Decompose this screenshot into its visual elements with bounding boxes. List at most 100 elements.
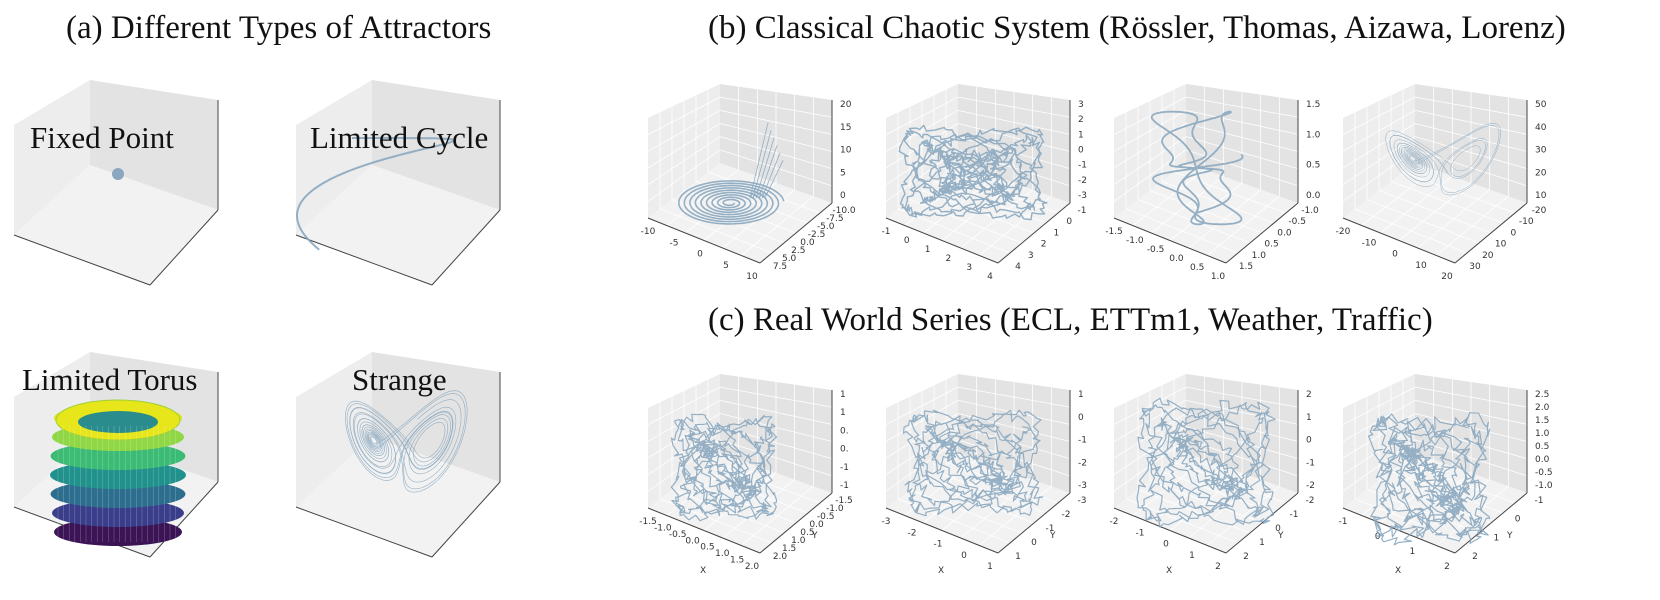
z-tick-label: 1.0 bbox=[1306, 130, 1321, 140]
aizawa-plot: -1.5-1.0-0.50.00.51.01.51.00.50.0-0.5-1.… bbox=[1105, 84, 1321, 282]
z-tick-label: 2 bbox=[1306, 390, 1312, 400]
y-tick-label: 2 bbox=[1472, 552, 1478, 562]
grid-line bbox=[1113, 96, 1187, 136]
y-tick-label: 1 bbox=[1015, 552, 1021, 562]
y-tick-label: -10.0 bbox=[832, 206, 856, 216]
limited-torus-plot bbox=[13, 352, 219, 558]
title-b: (b) Classical Chaotic System (Rössler, T… bbox=[708, 10, 1566, 46]
y-tick-label: 2.0 bbox=[773, 552, 788, 562]
axis-x-edge bbox=[1342, 217, 1456, 264]
rossler-plot: -10-505107.55.02.50.0-2.5-5.0-7.5-10.020… bbox=[641, 84, 856, 282]
z-tick-label: -3 bbox=[1078, 191, 1087, 201]
y-tick-label: 1.5 bbox=[1239, 262, 1253, 272]
y-tick-label: -0.5 bbox=[817, 512, 835, 522]
pane-right bbox=[372, 80, 500, 210]
aizawa-curve bbox=[1150, 110, 1244, 226]
title-c: (c) Real World Series (ECL, ETTm1, Weath… bbox=[708, 302, 1433, 338]
panel-limited-torus bbox=[0, 342, 240, 558]
x-tick-label: -1 bbox=[882, 227, 891, 237]
x-tick-label: -2 bbox=[908, 528, 917, 538]
title-a: (a) Different Types of Attractors bbox=[66, 10, 492, 46]
x-axis-name: X bbox=[1395, 566, 1401, 576]
y-tick-label: 20 bbox=[1482, 251, 1494, 261]
y-tick-label: -2 bbox=[1062, 510, 1071, 520]
x-axis-name: X bbox=[938, 566, 944, 576]
z-tick-label: -3 bbox=[1078, 481, 1087, 491]
y-tick-label: -0.5 bbox=[1288, 217, 1306, 227]
z-tick-label: 0 bbox=[1078, 146, 1084, 156]
x-tick-label: 1 bbox=[1409, 547, 1415, 557]
x-tick-label: 0.0 bbox=[1169, 254, 1184, 264]
y-tick-label: 1.5 bbox=[782, 544, 796, 554]
grid-line bbox=[1342, 96, 1416, 136]
y-axis-name: Y bbox=[811, 531, 818, 541]
traffic-curve bbox=[1367, 412, 1491, 546]
x-tick-label: -5 bbox=[670, 238, 679, 248]
pane-right bbox=[90, 80, 218, 210]
axis-x-edge bbox=[13, 234, 151, 286]
pane-left bbox=[14, 352, 90, 507]
grid-line bbox=[1414, 386, 1528, 408]
x-tick-label: -2 bbox=[1110, 517, 1119, 527]
grid-line bbox=[957, 96, 1071, 118]
y-tick-label: -1.5 bbox=[835, 496, 853, 506]
pane-left bbox=[296, 80, 372, 235]
z-tick-label: 10 bbox=[1535, 191, 1547, 201]
grid-line bbox=[719, 386, 833, 408]
torus-hole bbox=[78, 411, 158, 433]
ecl-plot: -1.5-1.0-0.50.00.51.01.52.02.01.51.00.50… bbox=[639, 374, 853, 576]
z-tick-label: 50 bbox=[1535, 100, 1547, 110]
axis-y-edge bbox=[759, 492, 833, 554]
z-tick-label: 20 bbox=[1535, 168, 1547, 178]
panel-fixed-point bbox=[0, 70, 240, 286]
y-tick-label: 1 bbox=[1054, 228, 1060, 238]
z-tick-label: 0. bbox=[840, 426, 849, 436]
y-tick-label: -1 bbox=[1290, 510, 1299, 520]
x-tick-label: 20 bbox=[1441, 272, 1453, 282]
y-tick-label: 0 bbox=[1511, 228, 1517, 238]
axis-x-edge bbox=[647, 507, 761, 554]
y-tick-label: -7.5 bbox=[826, 214, 844, 224]
axis-y-edge bbox=[997, 202, 1071, 264]
axis-y-edge bbox=[149, 481, 219, 558]
z-tick-label: 0.0 bbox=[1306, 191, 1321, 201]
axis-x-edge bbox=[295, 506, 433, 558]
z-tick-label: -2 bbox=[1078, 176, 1087, 186]
axis-y-edge bbox=[431, 481, 501, 558]
y-tick-label: 0.0 bbox=[1277, 228, 1292, 238]
y-axis-name: Y bbox=[1506, 531, 1513, 541]
z-tick-label: 1.5 bbox=[1535, 416, 1549, 426]
x-tick-label: -0.5 bbox=[669, 530, 687, 540]
y-tick-label: 7.5 bbox=[773, 262, 787, 272]
y-tick-label: 0 bbox=[1031, 538, 1037, 548]
z-tick-label: -1.0 bbox=[1535, 481, 1553, 491]
z-tick-label: 1 bbox=[1078, 390, 1084, 400]
axis-y-edge bbox=[1454, 202, 1528, 264]
y-tick-label: 1.0 bbox=[791, 536, 806, 546]
panel-strange bbox=[282, 342, 522, 558]
pane-left bbox=[14, 80, 90, 235]
y-tick-label: 30 bbox=[1469, 262, 1481, 272]
y-tick-label: -10 bbox=[1519, 217, 1534, 227]
x-tick-label: -1.0 bbox=[1126, 236, 1144, 246]
x-tick-label: 0 bbox=[1375, 532, 1381, 542]
x-tick-label: 0.5 bbox=[1190, 263, 1204, 273]
x-tick-label: 1 bbox=[925, 245, 931, 255]
strange-plot bbox=[295, 352, 501, 558]
pane-floor bbox=[1343, 163, 1527, 263]
x-tick-label: 0 bbox=[1163, 540, 1169, 550]
z-tick-label: 1 bbox=[1306, 413, 1312, 423]
x-tick-label: -1 bbox=[1136, 528, 1145, 538]
grid-line bbox=[719, 96, 833, 118]
z-tick-label: 0.0 bbox=[1535, 455, 1550, 465]
grid-line bbox=[885, 96, 959, 136]
y-tick-label: -2.5 bbox=[808, 230, 826, 240]
weather-curve bbox=[1136, 397, 1276, 528]
x-tick-label: -10 bbox=[1362, 238, 1377, 248]
